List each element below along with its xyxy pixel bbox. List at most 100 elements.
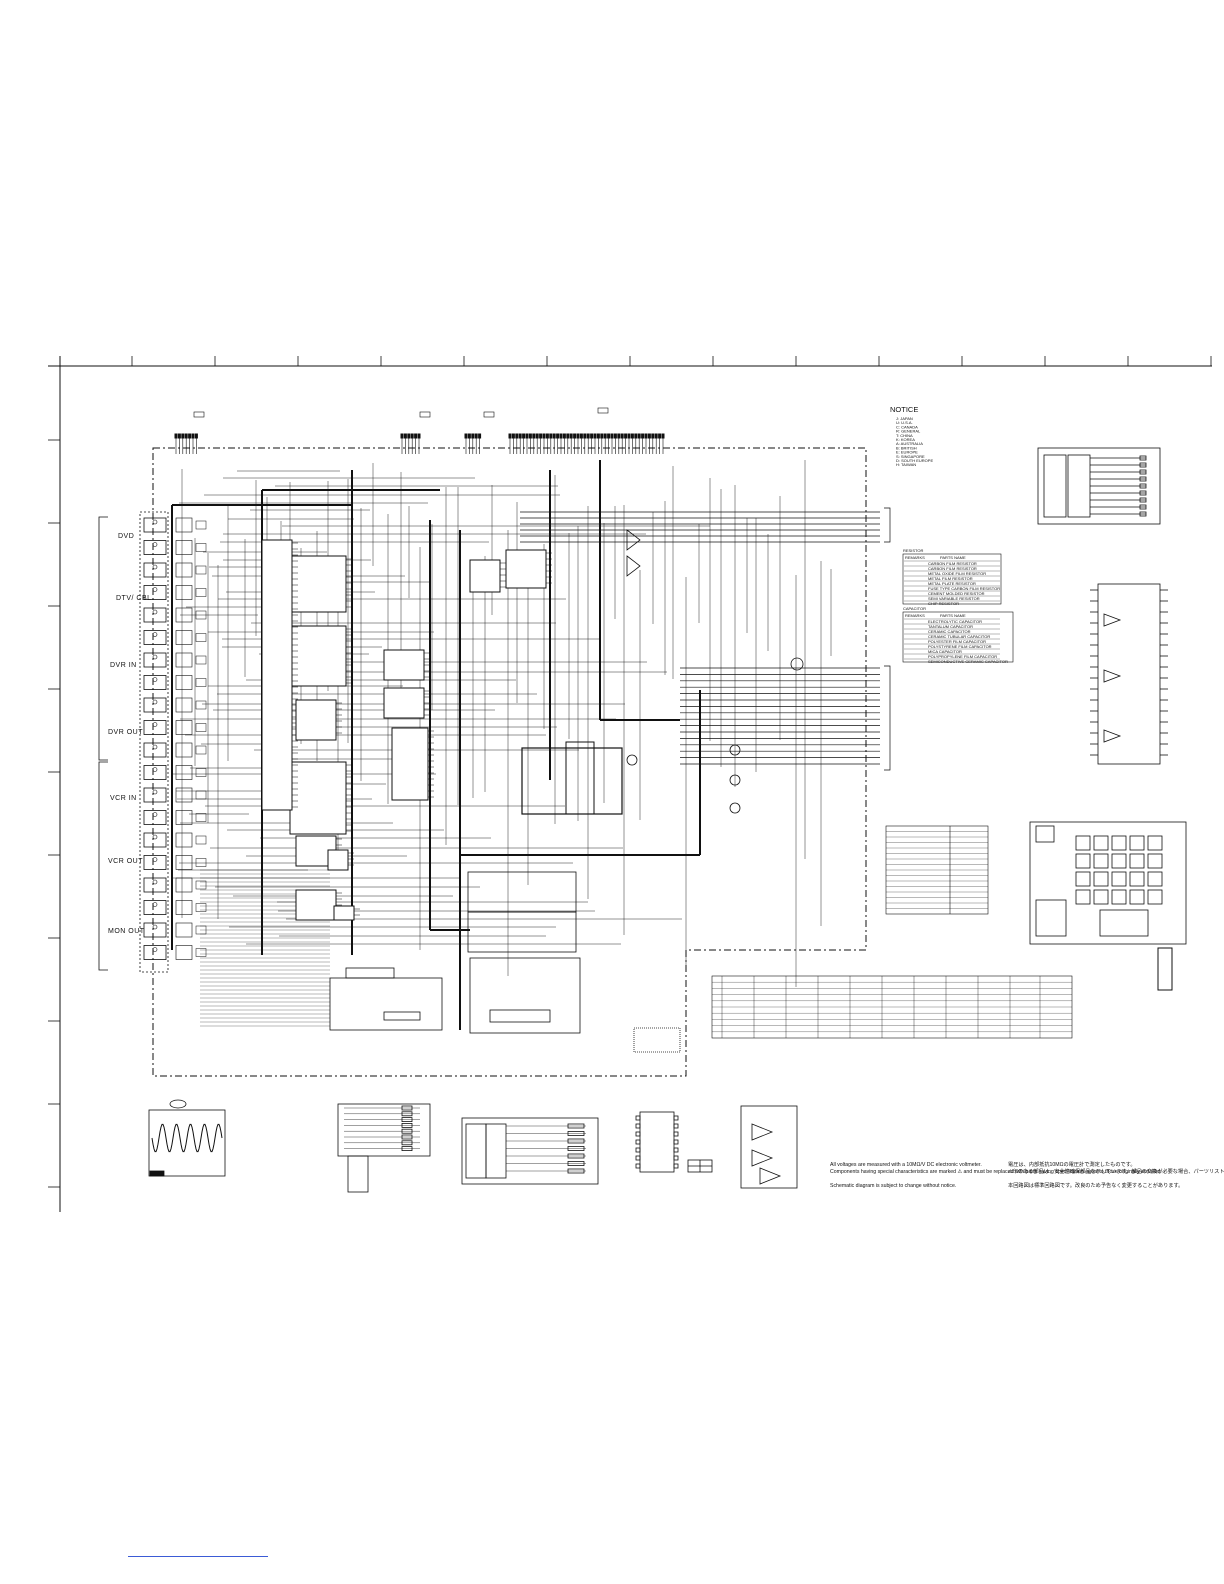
header-pin-pad [410, 433, 414, 439]
rca-jack [143, 877, 167, 893]
rca-jack-pin [152, 902, 158, 907]
block-cell [1075, 853, 1091, 869]
ic-block [327, 849, 349, 871]
ic-block [289, 625, 347, 687]
legend-row: MICA CAPACITOR [928, 649, 962, 654]
rca-jack-pin [152, 722, 158, 727]
ic-pin [635, 1123, 641, 1129]
legend-row: POLYPROPYLENE FILM CAPACITOR [928, 654, 997, 659]
ic-pad [401, 1128, 413, 1134]
footer-link-line[interactable] [128, 1556, 268, 1557]
legend-row: CERAMIC TUBULAR CAPACITOR [928, 634, 990, 639]
notice-entry: H: TAIWAN [896, 462, 916, 467]
header-pin-pad [181, 433, 185, 439]
jack-resistor [195, 858, 207, 867]
header-pin-pad [613, 433, 617, 439]
ic-pad [1139, 511, 1147, 517]
ic-pad [401, 1105, 413, 1111]
ic-pad [401, 1140, 413, 1146]
legend-row: CEMENT MOLDED RESISTOR [928, 591, 985, 596]
header-pin-pad [478, 433, 482, 439]
capacitor-legend-h2: PARTS NAME [940, 613, 966, 618]
resistor-legend: RESISTOR REMARKS PARTS NAME CARBON FILM … [902, 548, 1002, 606]
notes-block: All voltages are measured with a 10MΩ/V … [830, 1160, 1224, 1189]
header-pin-pad [637, 433, 641, 439]
ic-pad [567, 1123, 585, 1129]
ic-pin [635, 1131, 641, 1137]
ic-pin [635, 1115, 641, 1121]
header-pin-pad [654, 433, 658, 439]
rca-jack-pin [152, 699, 158, 705]
jack-resistor [195, 723, 207, 732]
jack-filter [175, 540, 193, 555]
header-pin-pad [627, 433, 631, 439]
rca-jack-pin [152, 857, 158, 862]
ic-pad [1139, 476, 1147, 482]
jack-filter [175, 517, 193, 533]
connector-tag [597, 407, 609, 414]
header-pin-pad [562, 433, 566, 439]
notice-entry: T: CHINA [896, 433, 913, 438]
block-cell [1111, 871, 1127, 887]
legend-row: TANTALUM CAPACITOR [928, 624, 973, 629]
ic-pad [401, 1111, 413, 1117]
resistor-legend-title: RESISTOR [903, 548, 923, 553]
header-pin-pad [590, 433, 594, 439]
note-en-1: All voltages are measured with a 10MΩ/V … [830, 1162, 982, 1168]
ic-pad [1139, 504, 1147, 510]
ic-block [295, 699, 337, 741]
jack-filter [175, 720, 193, 735]
block-cell [1147, 853, 1163, 869]
jack-resistor [195, 520, 207, 530]
legend-row: CARBON FILM RESISTOR [928, 566, 977, 571]
block-cell [1093, 889, 1109, 905]
header-pin-pad [559, 433, 563, 439]
block-cell [1129, 871, 1145, 887]
notice-entry: A: AUSTRALIA [896, 441, 923, 446]
jack-resistor [195, 948, 207, 957]
rca-jack [143, 630, 167, 645]
jack-resistor [195, 655, 207, 665]
jack-resistor [195, 543, 207, 552]
jack-resistor [195, 678, 207, 687]
header-pin-pad [518, 433, 522, 439]
ic-pin [673, 1123, 679, 1129]
opamp-triangle [1103, 729, 1122, 743]
ic-pad [1139, 455, 1147, 461]
jack-filter [175, 697, 193, 713]
ic-block [333, 905, 355, 921]
lower-subcircuits [329, 871, 681, 1053]
jack-filter [175, 922, 193, 938]
header-pin-pad [545, 433, 549, 439]
ic-pin [635, 1139, 641, 1145]
header-pin-pad [569, 433, 573, 439]
legend-row: METAL FILM RESISTOR [928, 576, 973, 581]
jack-resistor [195, 790, 207, 800]
notice-entry: K: KOREA [896, 437, 915, 442]
jack-column-outline [139, 511, 169, 973]
group-label-dvr-out: DVR OUT [108, 729, 143, 736]
notice-entry: S: SINGAPORE [896, 454, 925, 459]
ic-pinout-bottom-1 [337, 1103, 431, 1193]
ic-block [469, 559, 501, 593]
header-pin-pad [528, 433, 532, 439]
ic-block [289, 555, 347, 613]
rca-jack-pin [152, 812, 158, 817]
connector-tag [419, 411, 431, 418]
group-label-dtv: DTV/ CBL [116, 595, 152, 602]
legend-row: ELECTROLYTIC CAPACITOR [928, 619, 982, 624]
legend-row: CERAMIC CAPACITOR [928, 629, 971, 634]
rca-jack-pin [152, 632, 158, 637]
rca-jack [143, 945, 167, 960]
header-pin-pad [661, 433, 665, 439]
voltage-table-large [711, 975, 1073, 1039]
header-pin-pad [464, 433, 468, 439]
notice-entry: U: U.S.A. [896, 420, 913, 425]
ic-pin [673, 1163, 679, 1169]
rca-jack [143, 585, 167, 600]
rca-jack-pin [152, 677, 158, 682]
header-pin-pad [583, 433, 587, 439]
ic-pad [401, 1146, 413, 1151]
rca-jack-pin [152, 789, 158, 795]
